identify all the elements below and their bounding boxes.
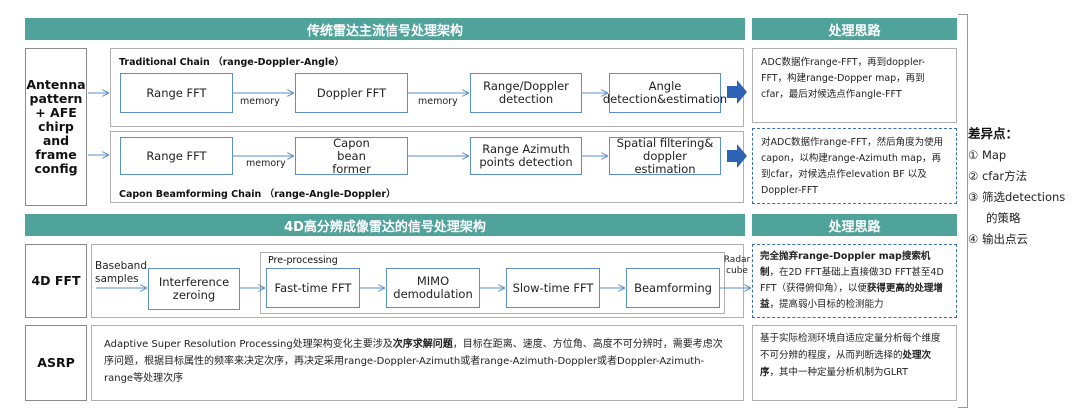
block-arrow xyxy=(727,144,747,168)
antenna-config-label: Antenna pattern + AFE chirp and frame co… xyxy=(25,48,87,206)
range-doppler-detection-box: Range/Doppler detection xyxy=(470,73,582,113)
fast-time-fft-box: Fast-time FFT xyxy=(266,268,360,308)
approach-banner-bottom: 处理思路 xyxy=(752,214,957,236)
memory-label: memory xyxy=(240,96,280,107)
label-line: + AFE xyxy=(35,105,77,120)
slow-time-fft-box: Slow-time FFT xyxy=(506,268,600,308)
note-text: ，提高弱小目标的检测能力 xyxy=(769,299,884,310)
memory-label: memory xyxy=(418,96,458,107)
spatial-filtering-box: Spatial filtering& doppler estimation xyxy=(609,136,721,175)
preprocessing-title: Pre-processing xyxy=(268,255,338,266)
mimo-demodulation-box: MIMO demodulation xyxy=(386,268,480,308)
interference-zeroing-box: Interference zeroing xyxy=(148,268,240,310)
range-azimuth-detection-box: Range Azimuth points detection xyxy=(470,137,582,175)
block-arrow xyxy=(727,80,747,104)
label-line: chirp xyxy=(38,119,74,134)
asrp-text: ，目标在距离、速度、方位角、高度不可分辨时，需要考虑次序问题，根据目标属性的频率… xyxy=(104,339,723,384)
capon-beamformer-box: Capon bean former xyxy=(295,136,408,175)
note-text: ，其中一种定量分析机制为GLRT xyxy=(769,367,908,378)
asrp-label: ASRP xyxy=(25,325,87,401)
asrp-text: Adaptive Super Resolution Processing处理架构… xyxy=(104,339,393,350)
differences-title: 差异点： xyxy=(968,126,1019,141)
note-bold: 处理次序 xyxy=(760,350,932,378)
traditional-banner: 传统雷达主流信号处理架构 xyxy=(25,18,745,40)
range-fft-box: Range FFT xyxy=(120,73,233,113)
asrp-bold: 次序求解问题 xyxy=(392,339,453,350)
traditional-approach-note: ADC数据作range-FFT，再到doppler-FFT，构建range-Do… xyxy=(752,48,957,123)
difference-item: ② cfar方法 xyxy=(968,169,1028,183)
4d-fft-label: 4D FFT xyxy=(25,244,87,318)
capon-range-fft-box: Range FFT xyxy=(120,137,233,175)
label-line: Antenna xyxy=(26,77,86,92)
difference-item: 的策略 xyxy=(986,211,1021,225)
note-bold: 获得更高的处理增益 xyxy=(760,283,943,310)
label-line: frame xyxy=(35,147,77,162)
memory-label: memory xyxy=(246,158,286,169)
angle-detection-box: Angle detection&estimation xyxy=(603,73,727,113)
asrp-description: Adaptive Super Resolution Processing处理架构… xyxy=(91,325,744,401)
label-line: pattern xyxy=(29,91,83,106)
traditional-chain-title: Traditional Chain （range-Doppler-Angle） xyxy=(119,57,345,68)
label-line: config xyxy=(34,161,78,176)
asrp-approach-note: 基于实际检测环境自适应定量分析每个维度不可分辨的程度，从而判断选择的处理次序，其… xyxy=(752,325,957,401)
note-bold: 完全抛弃range-Doppler map搜索机制 xyxy=(760,251,931,278)
note-text: ，在2D FFT基础上直接做3D FFT甚至4D FFT（获得俯仰角），以便 xyxy=(760,267,944,294)
difference-item: ① Map xyxy=(968,148,1007,162)
4d-approach-note: 完全抛弃range-Doppler map搜索机制，在2D FFT基础上直接做3… xyxy=(752,244,957,318)
capon-chain-title: Capon Beamforming Chain （range-Angle-Dop… xyxy=(119,189,396,200)
label-line: and xyxy=(42,133,70,148)
note-text: 基于实际检测环境自适应定量分析每个维度不可分辨的程度，从而判断选择的 xyxy=(760,333,941,361)
capon-approach-note: 对ADC数据作range-FFT，然后角度为使用capon，以构建range-A… xyxy=(752,128,957,204)
difference-item: ④ 输出点云 xyxy=(968,232,1028,246)
radar-cube-label: Radar cube xyxy=(723,255,751,276)
difference-item: ③ 筛选detections xyxy=(968,190,1066,204)
doppler-fft-box: Doppler FFT xyxy=(295,73,408,113)
right-bracket xyxy=(958,14,968,408)
beamforming-box: Beamforming xyxy=(626,268,720,308)
4d-banner: 4D高分辨成像雷达的信号处理架构 xyxy=(25,214,745,236)
approach-banner-top: 处理思路 xyxy=(752,18,957,40)
baseband-samples-label: Baseband samples xyxy=(95,260,147,285)
